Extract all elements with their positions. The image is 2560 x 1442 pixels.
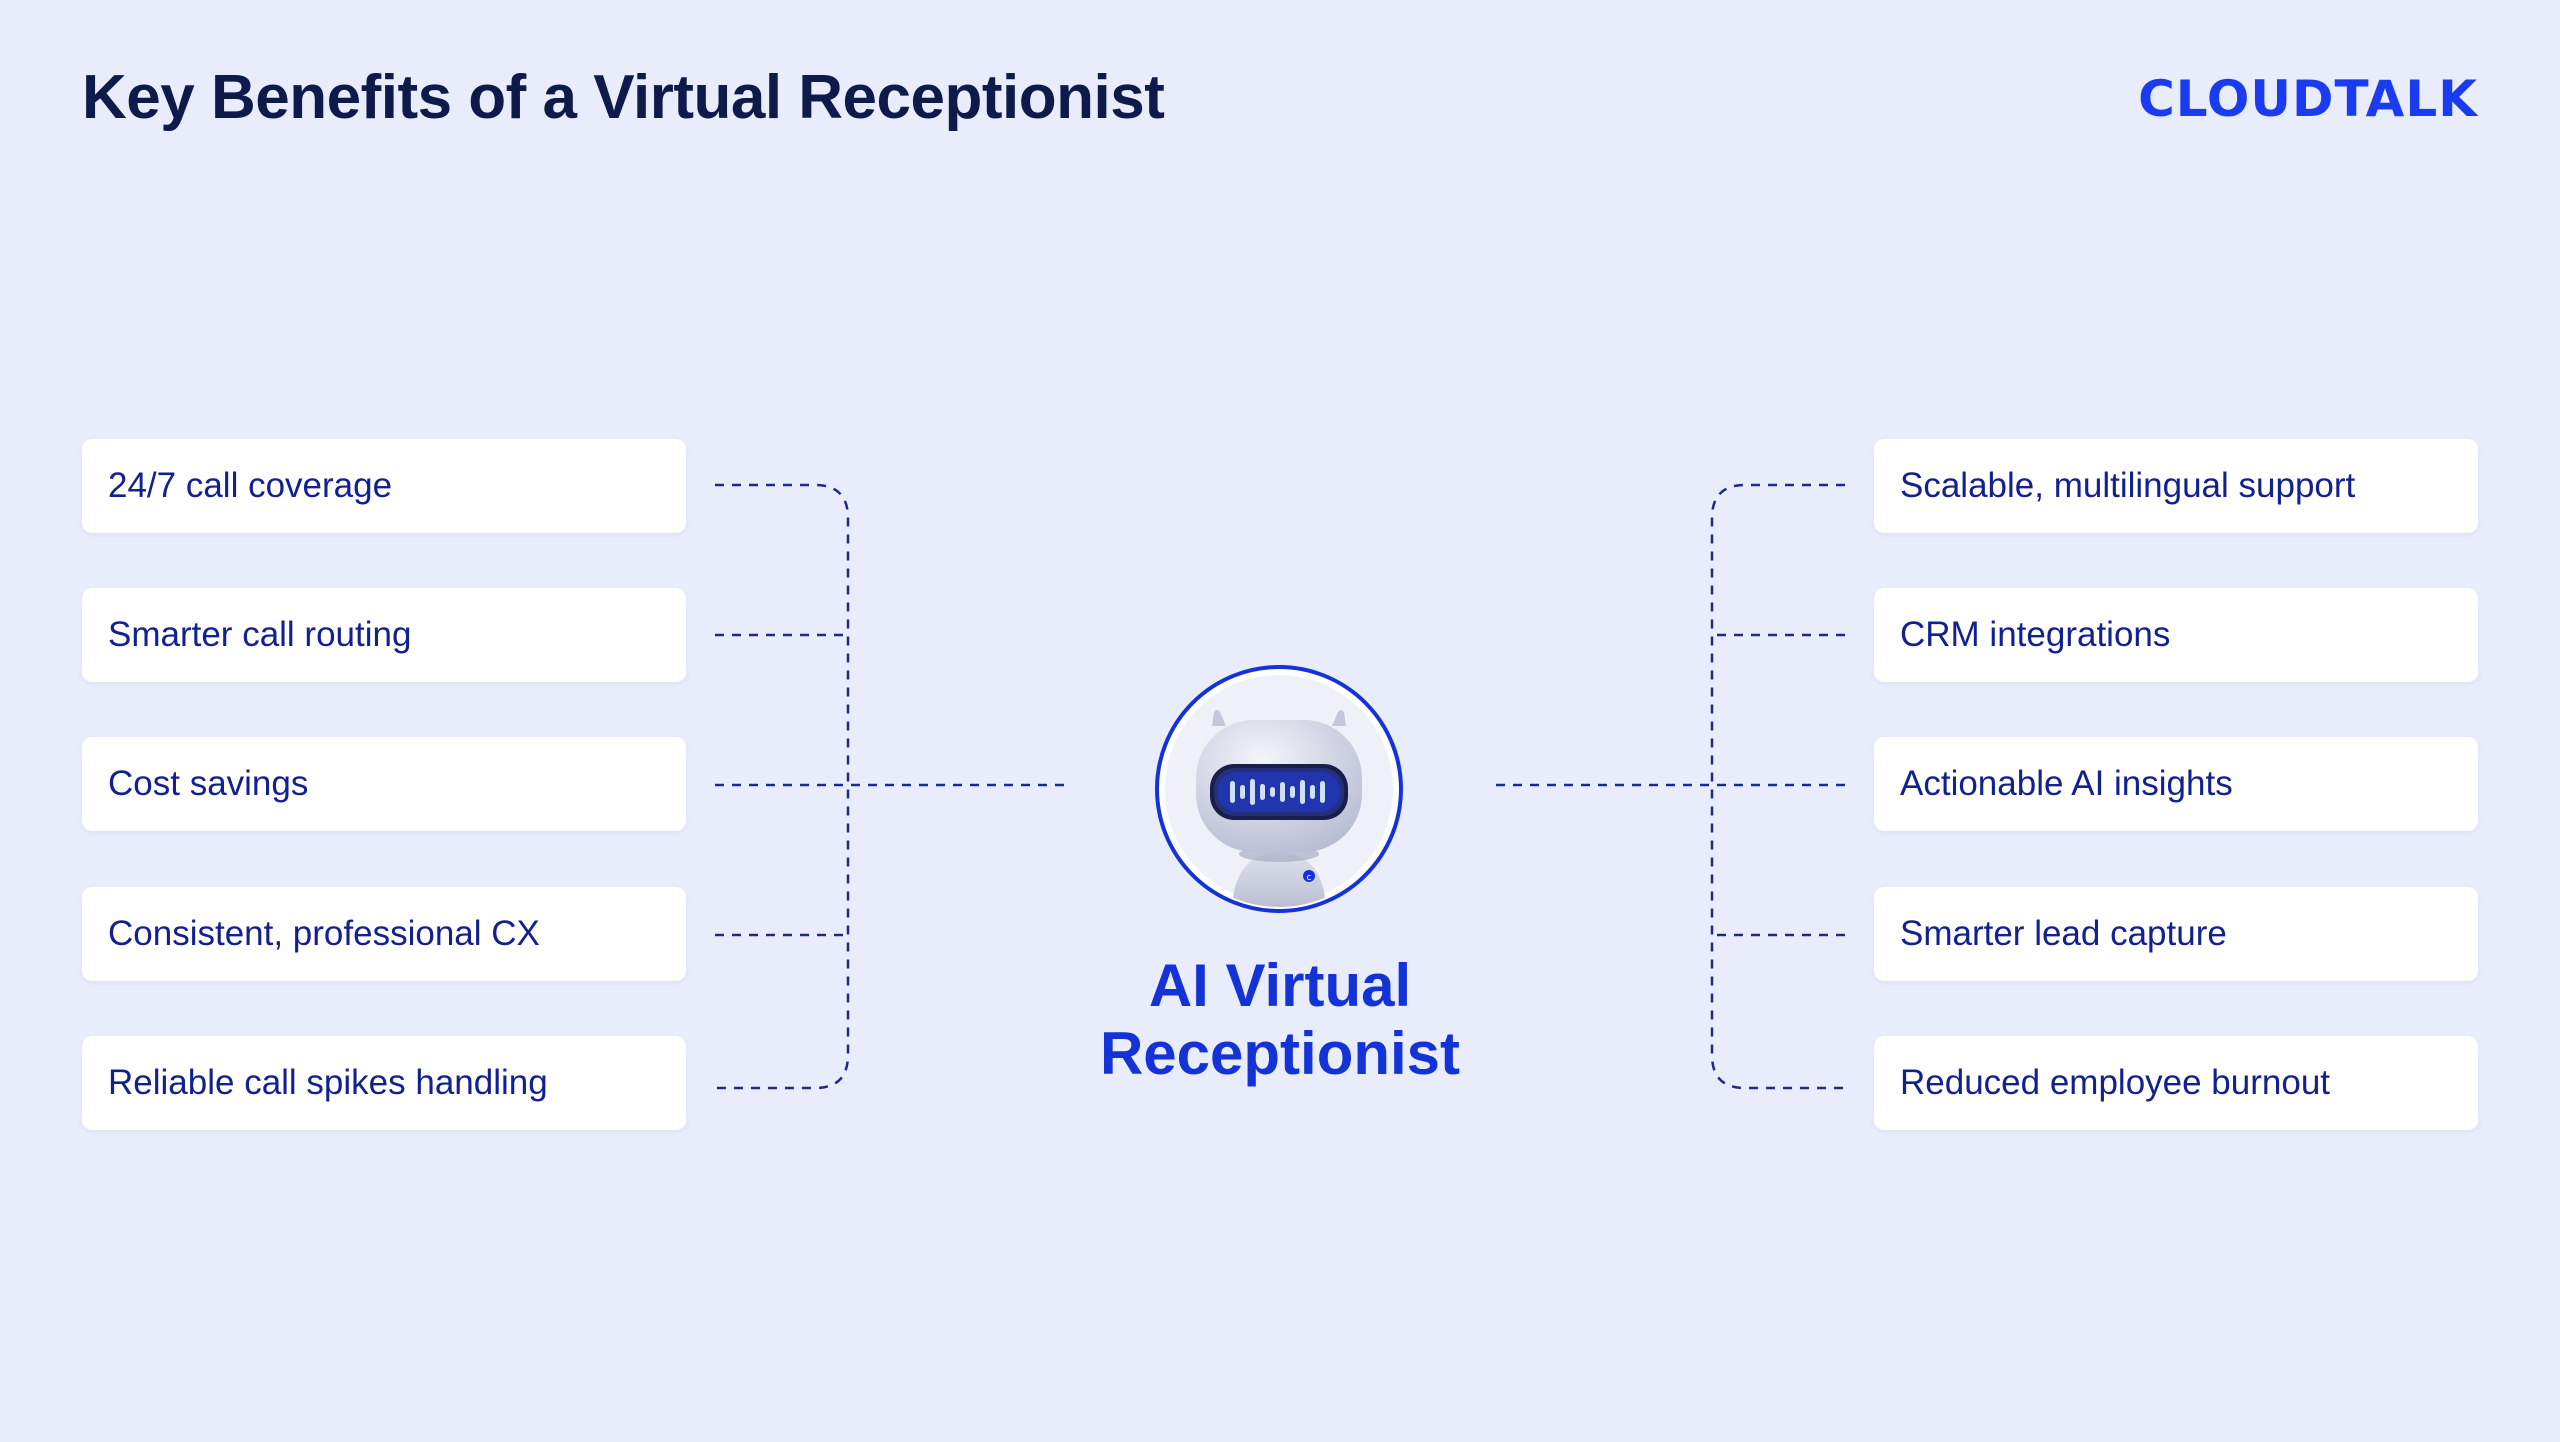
center-title-line-1: AI Virtual xyxy=(1148,952,1412,1019)
benefit-card-left-2: Smarter call routing xyxy=(82,588,686,682)
center-title-line-2: Receptionist xyxy=(1099,1020,1461,1087)
benefit-card-right-3: Actionable AI insights xyxy=(1874,737,2478,831)
benefit-card-right-5: Reduced employee burnout xyxy=(1874,1036,2478,1130)
benefit-card-left-1: 24/7 call coverage xyxy=(82,439,686,533)
benefit-label: Scalable, multilingual support xyxy=(1900,466,2356,505)
page-title: Key Benefits of a Virtual Receptionist xyxy=(82,63,1165,132)
benefit-label: Reduced employee burnout xyxy=(1900,1063,2331,1102)
benefit-label: Smarter lead capture xyxy=(1900,914,2227,953)
center-title: AI Virtual Receptionist xyxy=(1030,952,1530,1088)
benefit-label: 24/7 call coverage xyxy=(108,466,393,505)
benefit-card-right-4: Smarter lead capture xyxy=(1874,887,2478,981)
robot-icon: c xyxy=(1155,665,1403,913)
svg-text:c: c xyxy=(1307,873,1312,883)
benefit-card-right-1: Scalable, multilingual support xyxy=(1874,439,2478,533)
benefit-label: Actionable AI insights xyxy=(1900,764,2233,803)
benefit-label: Cost savings xyxy=(108,764,309,803)
cloudtalk-logo[interactable]: CLOUDTALK xyxy=(2138,70,2478,128)
benefit-label: Reliable call spikes handling xyxy=(108,1063,548,1102)
benefit-label: Smarter call routing xyxy=(108,615,412,654)
benefit-card-left-4: Consistent, professional CX xyxy=(82,887,686,981)
benefit-card-left-3: Cost savings xyxy=(82,737,686,831)
benefit-card-left-5: Reliable call spikes handling xyxy=(82,1036,686,1130)
benefit-label: CRM integrations xyxy=(1900,615,2171,654)
benefit-label: Consistent, professional CX xyxy=(108,914,540,953)
benefit-card-right-2: CRM integrations xyxy=(1874,588,2478,682)
